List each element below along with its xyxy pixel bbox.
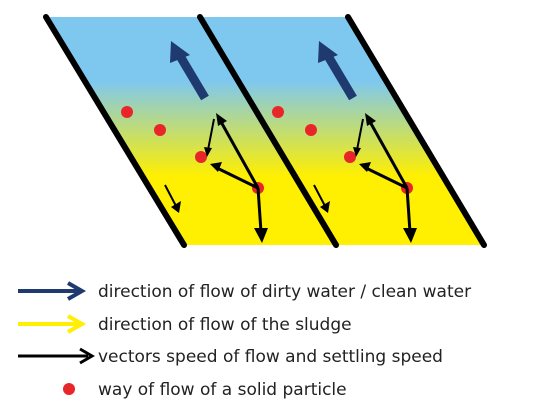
flow-vector (218, 119, 260, 189)
settling-vector-head (254, 228, 268, 243)
legend-label: vectors speed of flow and settling speed (98, 347, 443, 367)
flow-vector-head (353, 147, 361, 157)
settling-vector (405, 187, 412, 233)
channel-left (46, 17, 336, 245)
flow-vector-head (204, 147, 212, 157)
black-arrow-icon-head (79, 347, 95, 365)
legend-label: way of flow of a solid particle (98, 380, 347, 400)
flow-vector-head (365, 113, 376, 126)
flow-vector-head (359, 162, 371, 172)
dirty-water-arrow-head (170, 41, 190, 63)
dirty-water-arrow (324, 53, 357, 101)
legend-item-vectors: vectors speed of flow and settling speed (18, 347, 443, 367)
dirty-water-arrow-head (318, 41, 338, 63)
flow-vector (365, 166, 408, 190)
settling-vector-head (403, 228, 417, 243)
particle (154, 124, 166, 136)
sludge-vector (164, 184, 177, 207)
red-dot-icon (63, 383, 75, 395)
lamella-plate (43, 14, 187, 248)
flow-vector-small (207, 118, 215, 151)
lamella-plate (345, 14, 487, 248)
particle (195, 151, 207, 163)
particle (121, 106, 133, 118)
legend-item-particle: way of flow of a solid particle (63, 380, 347, 400)
blue-arrow-icon-head (67, 281, 87, 301)
sludge-vector-head (320, 201, 330, 213)
flow-vector-head (216, 113, 227, 126)
channel-right (200, 17, 484, 245)
flow-vector (367, 119, 409, 189)
legend-label: direction of flow of the sludge (98, 315, 352, 335)
lamella-plate (197, 14, 339, 248)
flow-vector (216, 166, 259, 190)
flow-vector-head (210, 162, 222, 172)
particle (305, 124, 317, 136)
yellow-arrow-icon-head (67, 314, 87, 334)
flow-vector-small (356, 118, 364, 151)
legend-item-sludge: direction of flow of the sludge (18, 314, 352, 335)
legend: direction of flow of dirty water / clean… (18, 281, 471, 400)
particle (344, 151, 356, 163)
legend-label: direction of flow of dirty water / clean… (98, 282, 471, 302)
particle (272, 106, 284, 118)
dirty-water-arrow (176, 53, 209, 101)
legend-item-dirty-water: direction of flow of dirty water / clean… (18, 281, 471, 302)
sludge-vector-head (171, 201, 181, 213)
settling-vector (256, 187, 263, 233)
sludge-vector (313, 184, 326, 207)
